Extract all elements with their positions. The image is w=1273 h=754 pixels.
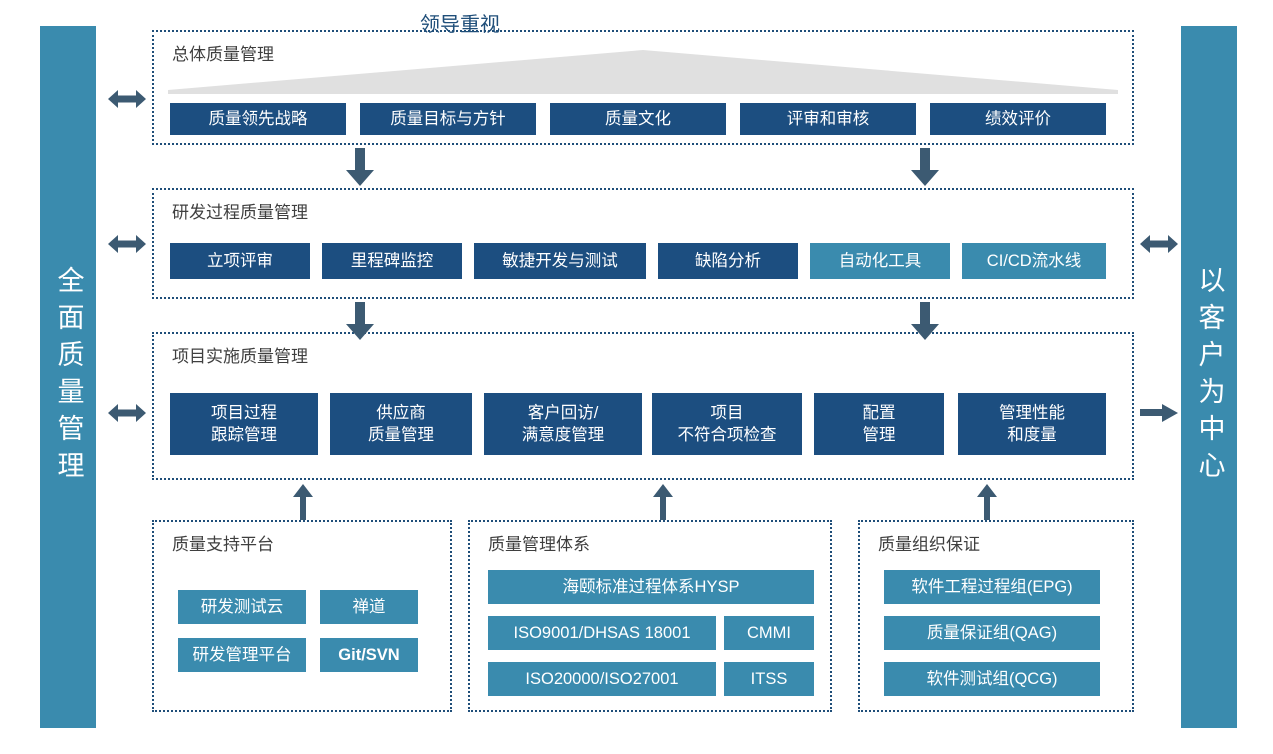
up-arrow-management-system: [652, 484, 674, 520]
item-qcg[interactable]: 软件测试组(QCG): [884, 662, 1100, 696]
item-project-nonconformity-check[interactable]: 项目 不符合项检查: [652, 393, 802, 455]
item-project-initiation-review[interactable]: 立项评审: [170, 243, 310, 279]
panel-title: 项目实施质量管理: [172, 347, 308, 366]
item-cicd-pipeline[interactable]: CI/CD流水线: [962, 243, 1106, 279]
double-arrow-left-row2: [108, 233, 146, 255]
item-cmmi[interactable]: CMMI: [724, 616, 814, 650]
item-quality-goal-policy[interactable]: 质量目标与方针: [360, 103, 536, 135]
item-project-process-tracking[interactable]: 项目过程 跟踪管理: [170, 393, 318, 455]
panel-title: 质量管理体系: [488, 535, 590, 554]
down-arrow-p1-p2-left: [345, 148, 375, 186]
item-agile-dev-and-test[interactable]: 敏捷开发与测试: [474, 243, 646, 279]
item-iso9001-dhsas18001[interactable]: ISO9001/DHSAS 18001: [488, 616, 716, 650]
item-iso20000-iso27001[interactable]: ISO20000/ISO27001: [488, 662, 716, 696]
panel-title: 研发过程质量管理: [172, 203, 308, 222]
item-hysp-standard-process[interactable]: 海颐标准过程体系HYSP: [488, 570, 814, 604]
leadership-banner-label: 领导重视: [420, 14, 500, 36]
item-epg[interactable]: 软件工程过程组(EPG): [884, 570, 1100, 604]
item-supplier-quality-management[interactable]: 供应商 质量管理: [330, 393, 472, 455]
panel-title: 质量支持平台: [172, 535, 274, 554]
panel-title: 总体质量管理: [172, 45, 274, 64]
double-arrow-left-row3: [108, 402, 146, 424]
item-automation-tools[interactable]: 自动化工具: [810, 243, 950, 279]
item-quality-leading-strategy[interactable]: 质量领先战略: [170, 103, 346, 135]
item-milestone-monitoring[interactable]: 里程碑监控: [322, 243, 462, 279]
down-arrow-p2-p3-left: [345, 302, 375, 340]
right-pillar-label: 以客户为中心: [1194, 266, 1225, 488]
item-configuration-management[interactable]: 配置 管理: [814, 393, 944, 455]
item-zentao[interactable]: 禅道: [320, 590, 418, 624]
item-defect-analysis[interactable]: 缺陷分析: [658, 243, 798, 279]
item-qag[interactable]: 质量保证组(QAG): [884, 616, 1100, 650]
leadership-banner: [168, 50, 1118, 94]
up-arrow-support-platform: [292, 484, 314, 520]
item-review-and-audit[interactable]: 评审和审核: [740, 103, 916, 135]
left-pillar: 全面质量管理: [40, 26, 96, 728]
item-performance-evaluation[interactable]: 绩效评价: [930, 103, 1106, 135]
left-pillar-label: 全面质量管理: [53, 266, 84, 488]
double-arrow-right-row2: [1140, 233, 1178, 255]
up-arrow-organization-assurance: [976, 484, 998, 520]
down-arrow-p2-p3-right: [910, 302, 940, 340]
panel-title: 质量组织保证: [878, 535, 980, 554]
right-pillar: 以客户为中心: [1181, 26, 1237, 728]
item-quality-culture[interactable]: 质量文化: [550, 103, 726, 135]
double-arrow-left-row1: [108, 88, 146, 110]
item-rd-management-platform[interactable]: 研发管理平台: [178, 638, 306, 672]
item-management-performance-metrics[interactable]: 管理性能 和度量: [958, 393, 1106, 455]
item-customer-visit-satisfaction[interactable]: 客户回访/ 满意度管理: [484, 393, 642, 455]
down-arrow-p1-p2-right: [910, 148, 940, 186]
leadership-banner-shape: [168, 50, 1118, 94]
item-git-svn[interactable]: Git/SVN: [320, 638, 418, 672]
item-rd-test-cloud[interactable]: 研发测试云: [178, 590, 306, 624]
arrow-right-row3: [1140, 402, 1178, 424]
item-itss[interactable]: ITSS: [724, 662, 814, 696]
